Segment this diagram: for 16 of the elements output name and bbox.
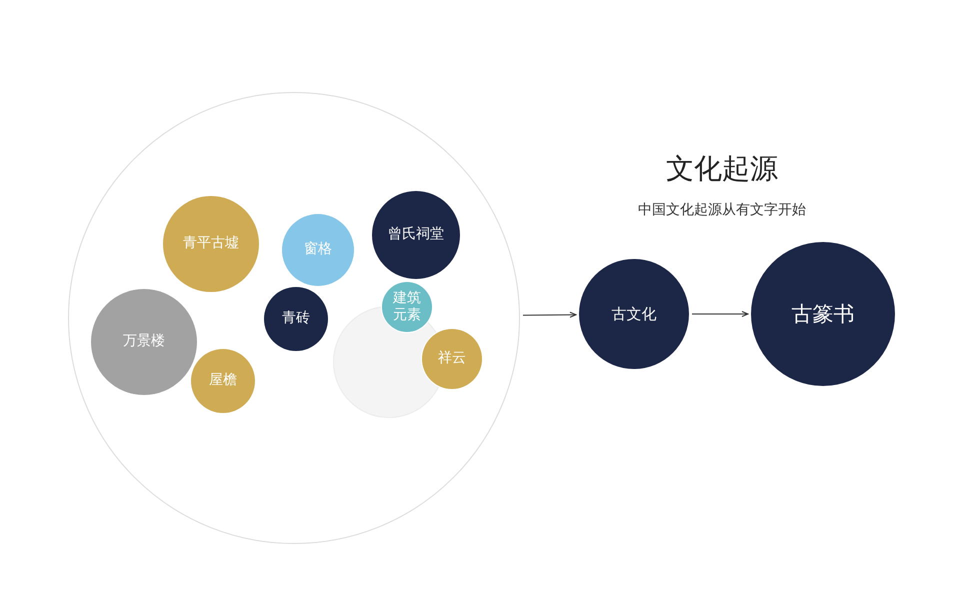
arrow (692, 311, 748, 317)
circle-label: 青砖 (282, 310, 310, 328)
circle-label: 曾氏祠堂 (388, 226, 444, 244)
circle-label: 古文化 (612, 304, 656, 324)
bubble (382, 282, 432, 332)
arrow (522, 312, 576, 318)
circle-label: 古篆书 (792, 300, 854, 328)
subtitle: 中国文化起源从有文字开始 (637, 201, 807, 220)
circle-label: 屋檐 (209, 372, 237, 390)
circle-label: 祥云 (438, 350, 466, 368)
circle-label: 窗格 (304, 241, 332, 259)
circle-label: 建筑元素 (392, 290, 422, 324)
circle-label: 万景楼 (123, 333, 165, 351)
circle-label: 青平古墟 (183, 235, 239, 253)
bubble (422, 329, 482, 389)
title: 文化起源 (665, 152, 779, 186)
